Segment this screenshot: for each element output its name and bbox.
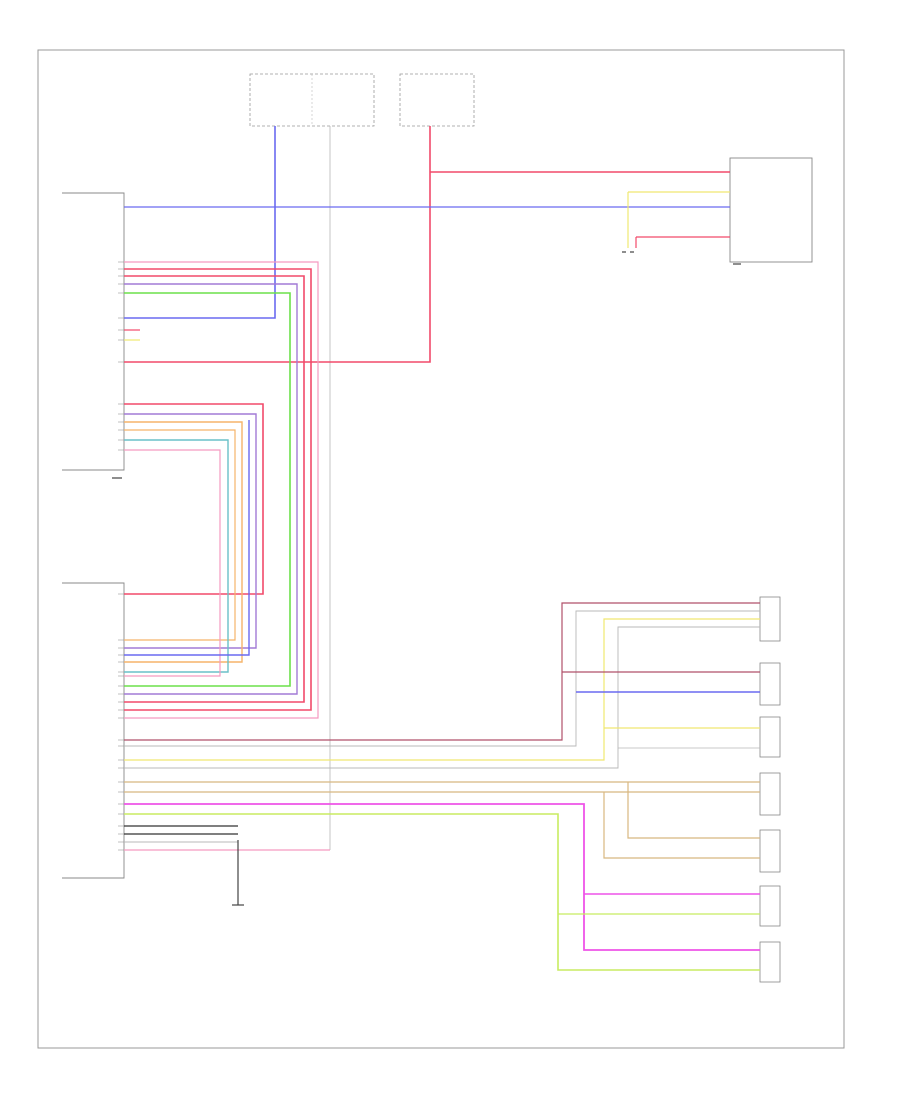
wire-tan-33 <box>627 782 760 839</box>
wire-red-10 <box>124 268 312 711</box>
wire-pink-21 <box>124 449 221 677</box>
ground-symbols <box>112 251 741 906</box>
speaker-box-7 <box>759 941 781 983</box>
wire-gray-26 <box>124 626 760 769</box>
pin-ticks <box>118 261 124 851</box>
wire-yellow-25 <box>124 618 760 761</box>
wire-red-16 <box>124 403 264 595</box>
diagram-border <box>37 49 845 1049</box>
speaker-box-2 <box>759 662 781 706</box>
wire-red-11 <box>124 275 305 703</box>
wire-blue-22 <box>124 420 250 656</box>
speaker-boxes <box>759 596 781 983</box>
wire-green-13 <box>124 292 291 687</box>
wire-lime-37 <box>124 813 760 971</box>
wire-purple-17 <box>124 413 257 649</box>
wire-gray-24 <box>124 610 760 747</box>
fuse-block-right <box>399 73 475 127</box>
speaker-box-6 <box>759 885 781 927</box>
wire-teal-20 <box>124 439 229 673</box>
speaker-box-4 <box>759 772 781 816</box>
head-unit-lower-box <box>62 582 125 879</box>
wire-tan-34 <box>603 792 760 859</box>
wires-group <box>124 126 760 971</box>
right-module-box <box>729 157 813 263</box>
wire-red-2 <box>124 126 431 363</box>
speaker-box-3 <box>759 716 781 758</box>
speaker-box-1 <box>759 596 781 642</box>
head-unit-upper-box <box>62 192 125 471</box>
wire-orange-18 <box>124 421 243 663</box>
wire-blue-0 <box>124 126 276 319</box>
wire-pink-9 <box>124 261 319 719</box>
wire-purple-12 <box>124 283 298 695</box>
wire-magenta-35 <box>124 803 760 951</box>
speaker-box-5 <box>759 829 781 873</box>
wire-orange-19 <box>124 429 236 641</box>
